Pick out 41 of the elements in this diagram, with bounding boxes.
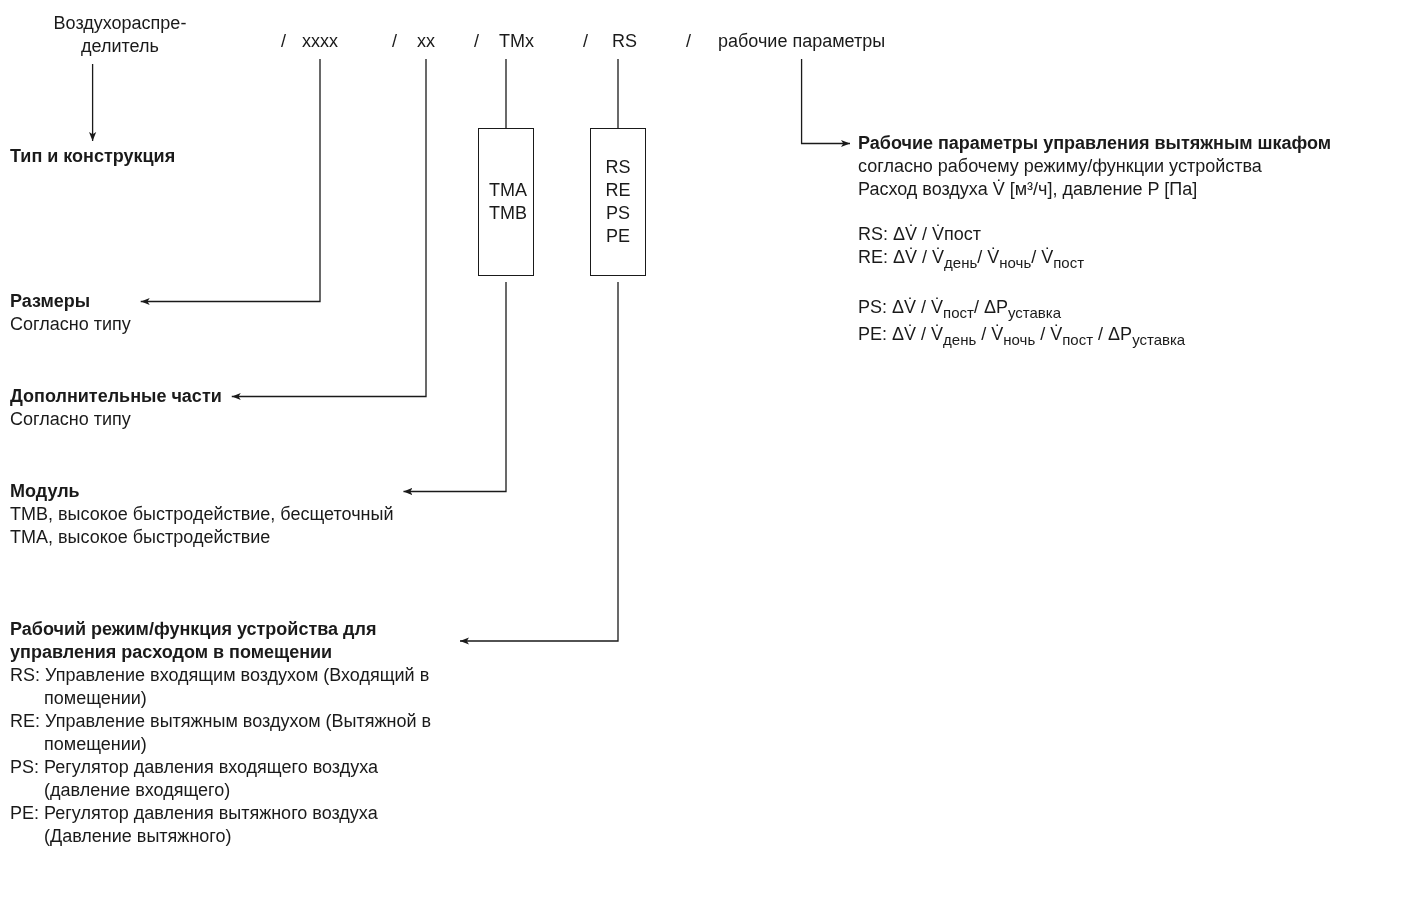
- body-text: PS: Регулятор давления входящего воздуха (давление входящего): [10, 756, 379, 802]
- body-text: TMB, высокое быстродействие, бесщеточный: [10, 503, 394, 526]
- option-box: RS RE PS PE: [590, 128, 646, 276]
- separator-slash: /: [686, 30, 691, 53]
- separator-slash: /: [392, 30, 397, 53]
- separator-slash: /: [474, 30, 479, 53]
- option-box: TMA TMB: [478, 128, 534, 276]
- arrow: [459, 281, 619, 645]
- body-text: Согласно типу: [10, 408, 132, 431]
- heading-text: Модуль: [10, 480, 81, 503]
- body-text: RS: Управление входящим воздухом (Входящий в помещении): [10, 664, 431, 710]
- formula-text: RS: ΔV̇ / V̇пост: [858, 223, 983, 246]
- formula-text: PS: ΔV̇ / V̇$_{пост}$/ ΔP$_{уставка}$: [858, 295, 1063, 323]
- body-text: Расход воздуха V̇ [м³/ч], давление P [Па]: [858, 178, 1199, 201]
- code-field: RS: [612, 30, 637, 53]
- body-text: TMA, высокое быстродействие: [10, 526, 272, 549]
- code-field: TMx: [499, 30, 534, 53]
- formula-text: RE: ΔV̇ / V̇$_{день}$/ V̇$_{ночь}$/ V̇$_{пост}$: [858, 246, 1086, 273]
- code-field: рабочие параметры: [718, 30, 886, 53]
- separator-slash: /: [583, 30, 588, 53]
- separator-slash: /: [281, 30, 286, 53]
- heading-text: Размеры: [10, 290, 92, 313]
- code-field: xx: [417, 30, 435, 53]
- arrow: [140, 58, 321, 306]
- body-text: PE: Регулятор давления вытяжного воздуха (Давление вытяжного): [10, 802, 379, 848]
- code-field: xxxx: [302, 30, 338, 53]
- arrow: [231, 58, 427, 401]
- body-text: Согласно типу: [10, 313, 131, 336]
- heading-text: Рабочий режим/функция устройства для управления расходом в помещении: [10, 618, 378, 664]
- heading-text: Рабочие параметры управления вытяжным шкафом: [858, 132, 1333, 155]
- body-text: согласно рабочему режиму/функции устройства: [858, 155, 1263, 178]
- arrow: [800, 58, 851, 148]
- connector-line: [617, 58, 619, 129]
- heading-text: Дополнительные части: [10, 385, 222, 408]
- heading-text: Тип и конструкция: [10, 145, 176, 168]
- formula-text: PE: ΔV̇ / V̇$_{день}$ / V̇$_{ночь}$ / V̇$_{пост}$ / ΔP$_{уставка}$: [858, 323, 1187, 350]
- product-name: Воздухораспре- делитель: [20, 12, 220, 58]
- connector-line: [505, 58, 507, 129]
- body-text: RE: Управление вытяжным воздухом (Вытяжной в помещении): [10, 710, 433, 756]
- arrow: [89, 63, 97, 142]
- arrow: [402, 281, 507, 496]
